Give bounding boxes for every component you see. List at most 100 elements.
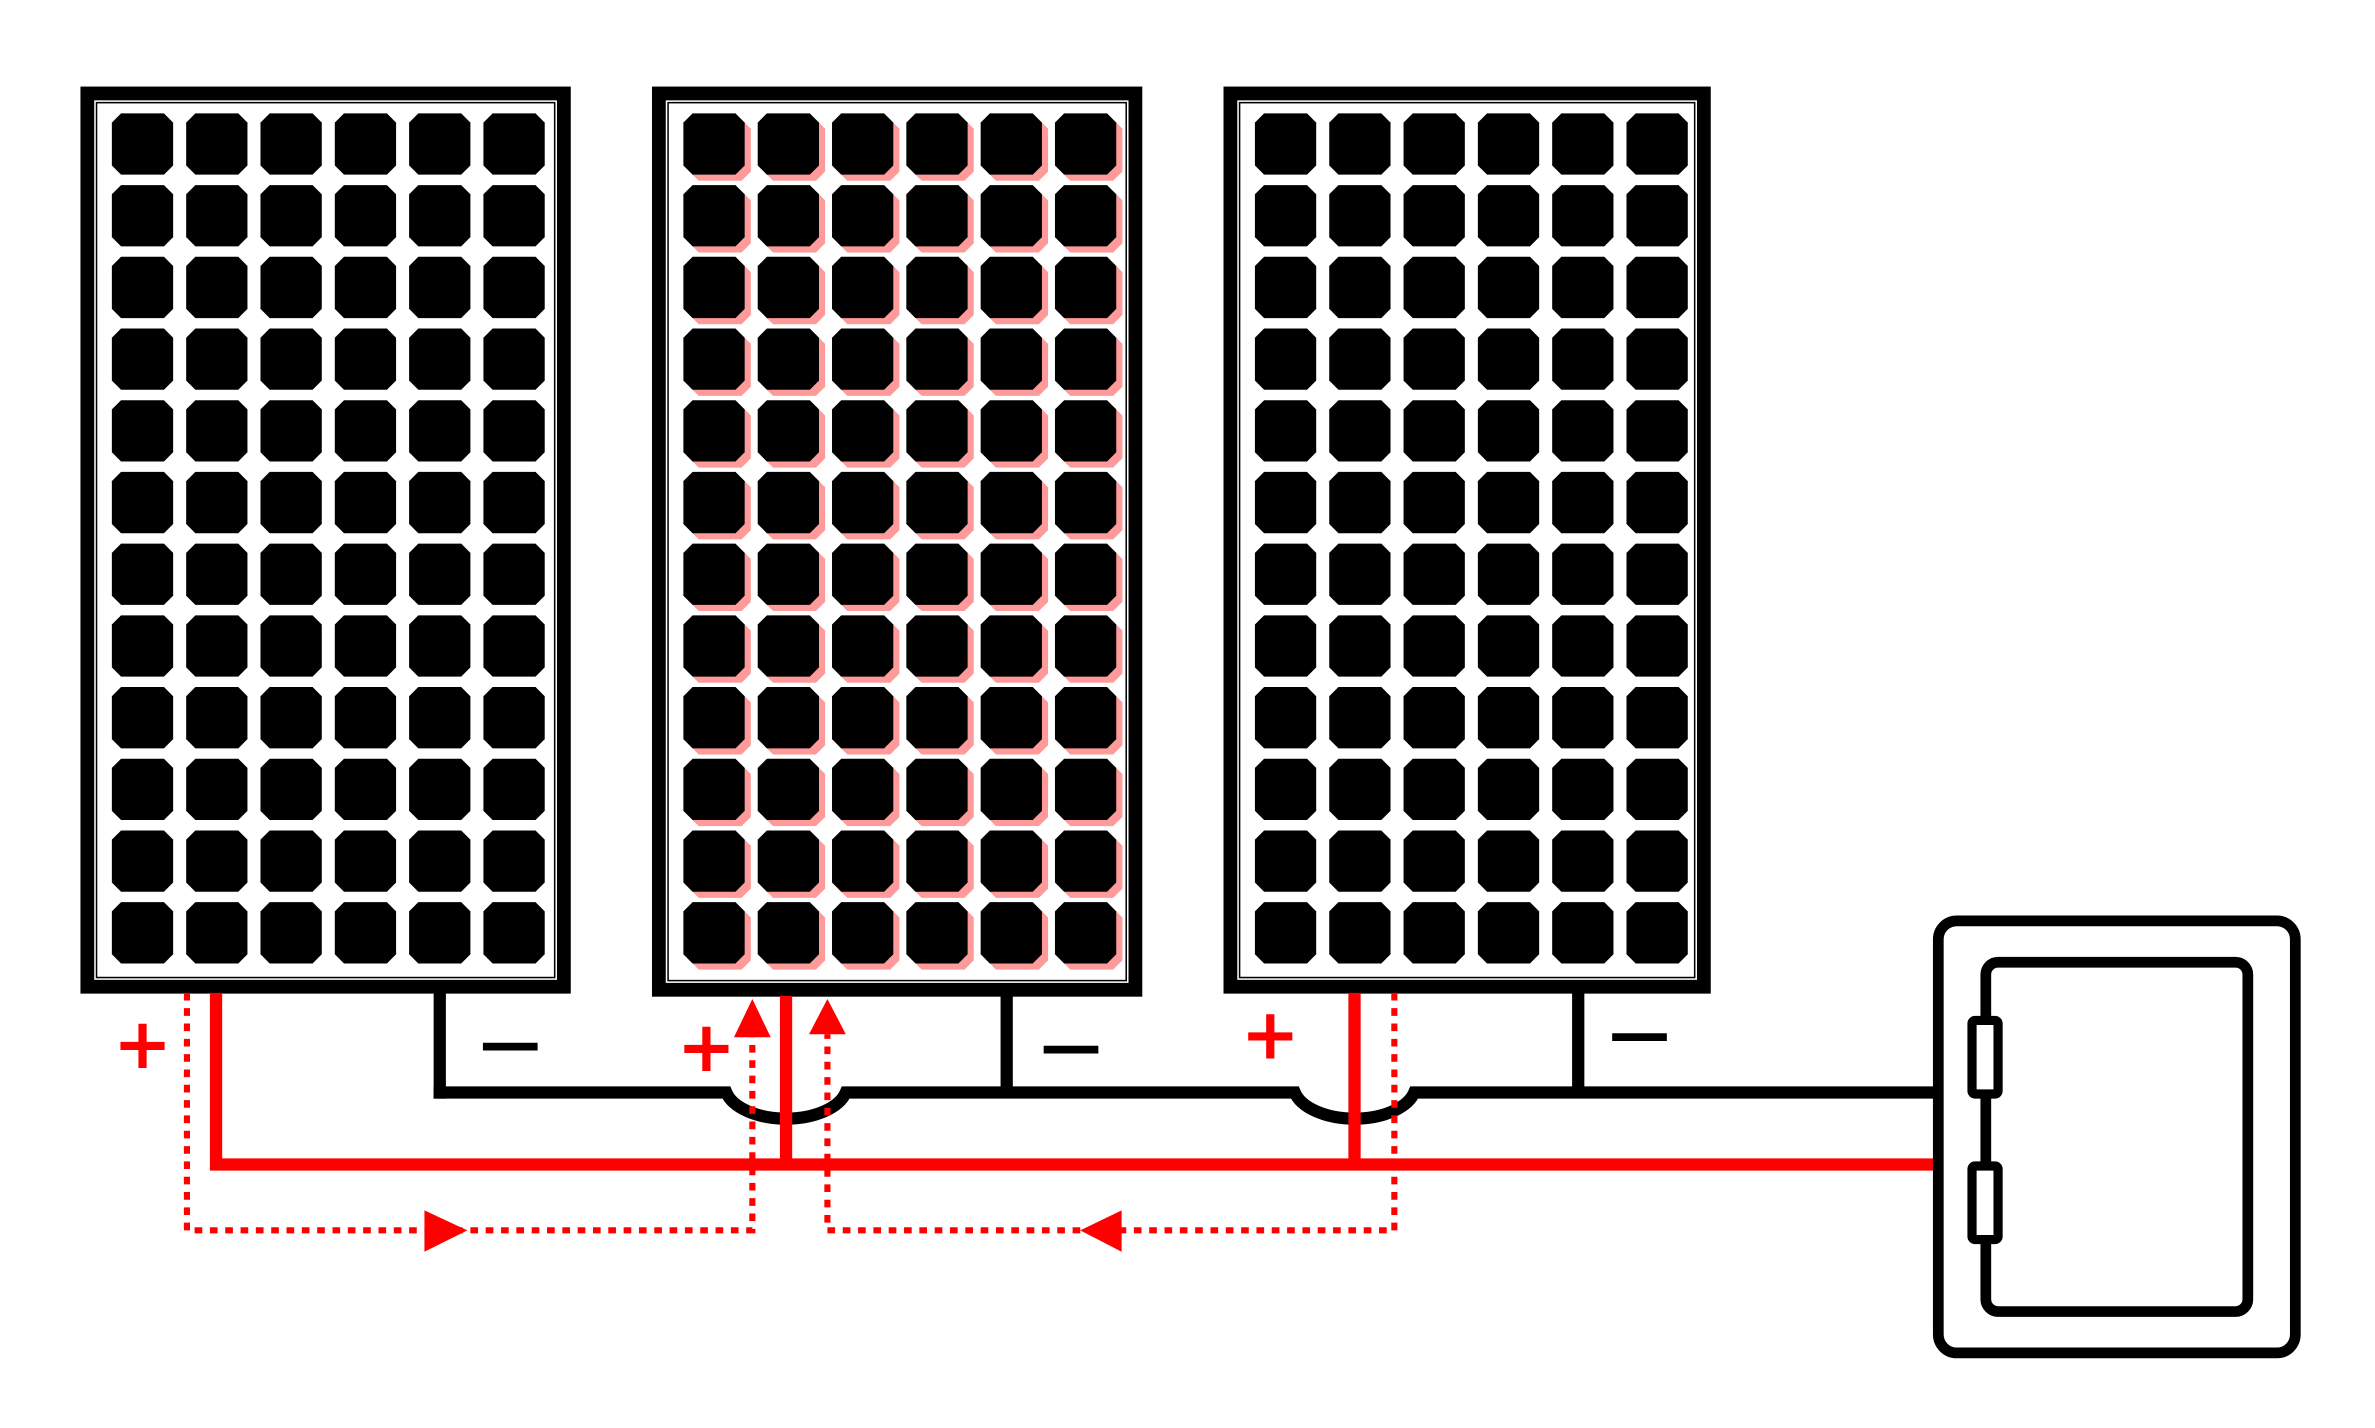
solar-cell bbox=[1403, 113, 1465, 175]
solar-cell bbox=[757, 256, 819, 319]
solar-cell bbox=[980, 113, 1042, 175]
solar-cell bbox=[1552, 902, 1614, 964]
panel-right bbox=[1223, 86, 1711, 994]
solar-cell bbox=[1477, 830, 1540, 892]
panel-middle bbox=[651, 86, 1143, 997]
solar-cell bbox=[1626, 185, 1688, 247]
panel-inner-border bbox=[95, 101, 556, 979]
solar-cell bbox=[186, 400, 248, 462]
solar-cell bbox=[483, 185, 545, 247]
solar-cell bbox=[832, 328, 894, 390]
solar-cell bbox=[186, 687, 248, 749]
negative-label-middle: — bbox=[1040, 1010, 1101, 1081]
solar-cell bbox=[1329, 615, 1391, 677]
arrow-up-icon bbox=[733, 998, 771, 1038]
solar-cell bbox=[1403, 758, 1465, 821]
solar-cell bbox=[111, 185, 174, 247]
solar-cell bbox=[1329, 471, 1391, 534]
solar-cell bbox=[1626, 687, 1688, 749]
solar-cell bbox=[1626, 113, 1688, 175]
junction-box-outer bbox=[1932, 915, 2301, 1359]
solar-cell bbox=[409, 830, 471, 892]
arrow-up-icon bbox=[809, 998, 846, 1035]
solar-cell bbox=[1552, 471, 1614, 534]
solar-cell bbox=[111, 543, 174, 605]
solar-cell bbox=[1254, 256, 1317, 319]
solar-cell bbox=[906, 471, 968, 534]
solar-cell bbox=[334, 758, 397, 821]
solar-cell bbox=[1552, 400, 1614, 462]
solar-cell bbox=[906, 687, 968, 749]
solar-cell bbox=[980, 758, 1042, 821]
solar-cell bbox=[111, 687, 174, 749]
solar-cell bbox=[906, 256, 968, 319]
panel-left bbox=[80, 86, 571, 994]
solar-cell bbox=[683, 256, 745, 319]
junction-box-door[interactable] bbox=[1980, 956, 2254, 1317]
solar-cell bbox=[980, 543, 1042, 605]
solar-cell bbox=[111, 471, 174, 534]
solar-cell bbox=[111, 113, 174, 175]
solar-cell bbox=[683, 543, 745, 605]
solar-cell bbox=[1626, 902, 1688, 964]
solar-cell bbox=[757, 687, 819, 749]
solar-cell bbox=[260, 400, 322, 462]
solar-cell bbox=[683, 830, 745, 892]
solar-cell bbox=[1552, 185, 1614, 247]
solar-cell bbox=[757, 471, 819, 534]
solar-cell bbox=[1054, 113, 1117, 175]
solar-cell bbox=[1552, 113, 1614, 175]
solar-cell bbox=[111, 758, 174, 821]
solar-cell bbox=[757, 615, 819, 677]
solar-cell bbox=[186, 185, 248, 247]
solar-cell bbox=[683, 471, 745, 534]
solar-cell bbox=[1254, 185, 1317, 247]
solar-cell bbox=[1626, 256, 1688, 319]
solar-cell bbox=[757, 185, 819, 247]
solar-cell bbox=[683, 185, 745, 247]
solar-cell bbox=[832, 471, 894, 534]
solar-cell bbox=[334, 902, 397, 964]
hinge-icon bbox=[1967, 1015, 2003, 1099]
solar-cell bbox=[832, 758, 894, 821]
solar-cell bbox=[1054, 400, 1117, 462]
solar-panels bbox=[80, 86, 1711, 997]
solar-cell bbox=[1054, 902, 1117, 964]
solar-cell bbox=[260, 543, 322, 605]
solar-cell bbox=[1626, 758, 1688, 821]
solar-cell bbox=[1329, 400, 1391, 462]
solar-cell bbox=[409, 902, 471, 964]
solar-cell bbox=[1552, 256, 1614, 319]
solar-cell bbox=[334, 185, 397, 247]
solar-cell bbox=[906, 902, 968, 964]
solar-cell bbox=[409, 256, 471, 319]
solar-cell bbox=[334, 328, 397, 390]
solar-cell bbox=[1477, 328, 1540, 390]
solar-cell bbox=[260, 256, 322, 319]
positive-label-right: + bbox=[1241, 994, 1300, 1076]
solar-cell bbox=[186, 543, 248, 605]
solar-cell bbox=[832, 113, 894, 175]
solar-cell bbox=[1054, 830, 1117, 892]
solar-cell bbox=[1477, 471, 1540, 534]
solar-cell bbox=[757, 830, 819, 892]
solar-cell bbox=[260, 185, 322, 247]
solar-cell bbox=[260, 687, 322, 749]
solar-cell bbox=[757, 328, 819, 390]
solar-cell bbox=[1254, 113, 1317, 175]
solar-cell bbox=[1477, 185, 1540, 247]
solar-cell bbox=[832, 400, 894, 462]
solar-cell bbox=[980, 615, 1042, 677]
solar-cell bbox=[757, 758, 819, 821]
solar-cell bbox=[483, 400, 545, 462]
solar-cell bbox=[260, 328, 322, 390]
solar-cell bbox=[683, 113, 745, 175]
solar-cell bbox=[683, 758, 745, 821]
solar-cell bbox=[757, 543, 819, 605]
solar-cell bbox=[832, 185, 894, 247]
solar-cell bbox=[186, 615, 248, 677]
solar-cell bbox=[334, 400, 397, 462]
solar-cell bbox=[1403, 185, 1465, 247]
solar-cell bbox=[1254, 687, 1317, 749]
solar-cell bbox=[483, 758, 545, 821]
